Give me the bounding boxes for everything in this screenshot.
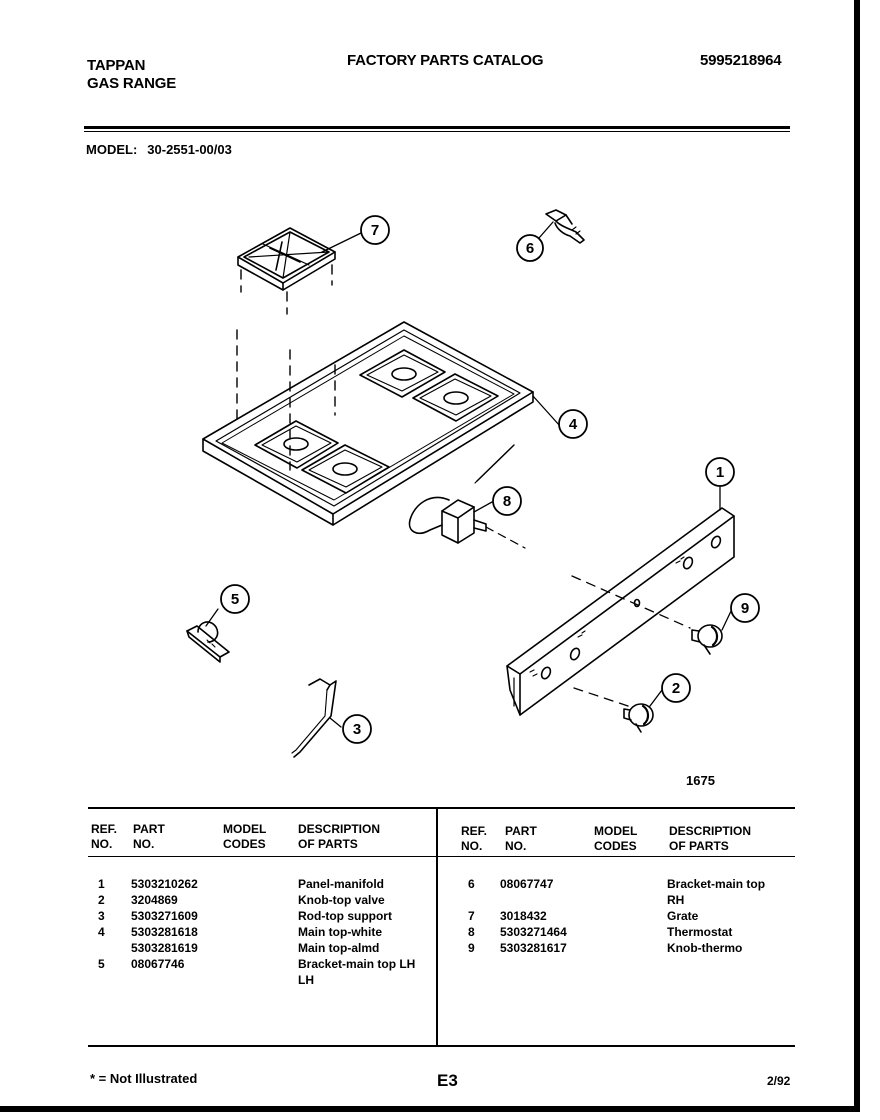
callout-1: 1 [716,464,724,481]
callout-3: 3 [353,721,361,738]
knob-valve-part [623,703,654,733]
catalog-title: FACTORY PARTS CATALOG [347,52,544,69]
callout-circle-6 [516,234,544,262]
page-code: E3 [437,1071,458,1090]
callout-4: 4 [569,416,578,433]
table-row: 5303271464 [500,925,567,939]
callout-circle-7 [360,215,390,245]
page-frame [0,0,860,1112]
grate-part [237,227,336,291]
callout-circle-9 [730,593,760,623]
table-row: 5303281618 [131,925,198,939]
header-rule-thin [84,131,790,132]
brand-name: TAPPAN [87,57,146,74]
table-divider [436,807,438,1045]
not-illustrated-note: * = Not Illustrated [90,1071,198,1086]
left-header-ref: REF. NO. [91,822,118,851]
header-rule [84,126,790,129]
table-row: 5303271609 [131,909,198,923]
callout-6: 6 [526,240,534,257]
main-top-part [202,321,534,526]
callout-leaders [205,221,733,728]
grate-leader-dashes [236,264,336,471]
left-part-column: 5303210262 3204869 5303271609 5303281618… [131,876,198,972]
rod-support-part [291,678,337,758]
table-row: 3018432 [500,909,547,923]
table-row: 5303281617 [500,941,567,955]
callout-7: 7 [371,222,379,239]
table-row: 08067746 [131,957,185,971]
callout-5: 5 [231,591,239,608]
right-desc-column: Bracket-main top RH Grate Thermostat Kno… [667,877,766,955]
product-name: GAS RANGE [87,75,177,92]
callout-circle-1 [705,457,735,487]
thermostat-part [408,444,526,549]
bracket-lh-part [186,621,230,663]
figure-number: 1675 [686,773,715,788]
model-label: MODEL: [86,142,138,157]
knob-leader-dashes [571,575,691,707]
table-row: 5303281619 [131,941,198,955]
callout-circle-3 [342,714,372,744]
model-number: 30-2551-00/03 [147,142,232,157]
right-header-ref: REF. NO. [461,824,488,853]
callout-2: 2 [672,680,680,697]
left-header-model: MODEL CODES [223,822,267,851]
right-part-column: 08067747 3018432 5303271464 5303281617 [500,876,567,956]
manifold-panel-part [506,507,735,716]
left-desc-column: Panel-manifold Knob-top valve Rod-top su… [298,877,416,987]
table-header-rule [88,856,795,857]
table-row [500,892,567,908]
table-row: 08067747 [500,877,554,891]
callout-circle-8 [492,486,522,516]
callout-8: 8 [503,493,511,510]
right-header-desc: DESCRIPTION OF PARTS [669,824,752,853]
right-header-model: MODEL CODES [594,824,638,853]
right-header-part: PART NO. [505,824,537,853]
bracket-rh-part [545,209,585,244]
knob-thermo-part [691,624,723,655]
callout-circle-4 [558,409,588,439]
table-row: 5303210262 [131,877,198,891]
table-row: 3204869 [131,893,178,907]
callout-circle-2 [661,673,691,703]
callout-circle-5 [220,584,250,614]
revision-date: 2/92 [767,1074,791,1088]
left-header-desc: DESCRIPTION OF PARTS [298,822,381,851]
catalog-number: 5995218964 [700,52,782,69]
left-header-part: PART NO. [133,822,165,851]
brand-block: TAPPAN GAS RANGE [87,57,176,93]
callout-9: 9 [741,600,749,617]
table-bottom-rule [88,1045,795,1047]
model-line: MODEL: 30-2551-00/03 [86,142,232,157]
callout-circles [220,215,760,744]
table-top-rule [88,807,795,809]
left-ref-column: 1 2 3 4 5 [98,877,105,971]
right-ref-column: 6 7 8 9 [468,877,475,955]
